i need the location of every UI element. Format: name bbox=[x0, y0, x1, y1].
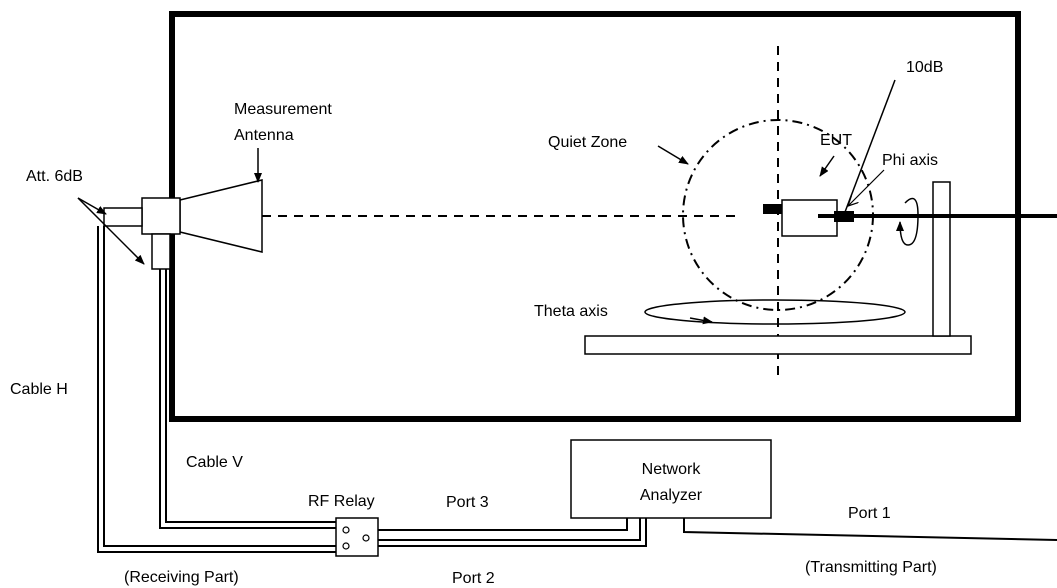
arrow-quiet-zone bbox=[657, 145, 689, 165]
label-quiet-zone: Quiet Zone bbox=[548, 134, 627, 151]
attenuator-h bbox=[103, 207, 143, 227]
label-network-analyzer-2: Analyzer bbox=[640, 487, 703, 504]
relay-port-1 bbox=[342, 526, 350, 534]
label-attenuator: Att. 6dB bbox=[26, 168, 83, 185]
positioner-post bbox=[932, 181, 951, 337]
cable-h-inner bbox=[97, 226, 336, 553]
arrow-att-h bbox=[77, 197, 107, 215]
label-port2: Port 2 bbox=[452, 570, 495, 587]
label-theta-axis: Theta axis bbox=[534, 303, 608, 320]
cable-port2 bbox=[378, 518, 647, 547]
antenna-feed-block bbox=[141, 197, 181, 235]
arrow-10db bbox=[844, 79, 896, 213]
eut-antenna-stub bbox=[763, 204, 782, 214]
arrow-att-v bbox=[77, 197, 145, 265]
cable-h bbox=[103, 226, 336, 547]
label-cable-v: Cable V bbox=[186, 454, 243, 471]
label-10db: 10dB bbox=[906, 59, 943, 76]
label-phi-axis: Phi axis bbox=[882, 152, 938, 169]
cable-v bbox=[159, 269, 336, 529]
label-eut: EUT bbox=[820, 132, 852, 149]
label-cable-h: Cable H bbox=[10, 381, 68, 398]
rf-relay bbox=[335, 517, 379, 557]
arrow-phi-axis bbox=[848, 169, 885, 206]
relay-port-3 bbox=[362, 534, 370, 542]
cable-port3 bbox=[378, 518, 628, 531]
turntable-base bbox=[584, 335, 972, 355]
network-analyzer bbox=[570, 439, 772, 519]
arrow-eut bbox=[819, 155, 835, 177]
attenuator-v bbox=[151, 233, 171, 270]
measurement-horn-antenna bbox=[179, 179, 263, 253]
cable-port2-inner bbox=[378, 518, 641, 541]
label-measurement-antenna-2: Antenna bbox=[234, 127, 294, 144]
label-measurement-antenna-1: Measurement bbox=[234, 101, 332, 118]
label-port1: Port 1 bbox=[848, 505, 891, 522]
label-receiving-part: (Receiving Part) bbox=[124, 569, 239, 586]
label-port3: Port 3 bbox=[446, 494, 489, 511]
cable-v-inner bbox=[165, 269, 336, 523]
relay-port-2 bbox=[342, 542, 350, 550]
eut-attenuator-10db bbox=[834, 211, 854, 222]
label-rf-relay: RF Relay bbox=[308, 493, 375, 510]
cable-port1 bbox=[683, 518, 1057, 541]
label-network-analyzer-1: Network bbox=[642, 461, 702, 478]
theta-rotation-ellipse bbox=[644, 299, 906, 325]
phi-rotation-arrow bbox=[896, 197, 919, 246]
theta-rotation-arrow bbox=[689, 316, 713, 325]
label-transmitting-part: (Transmitting Part) bbox=[805, 559, 937, 576]
